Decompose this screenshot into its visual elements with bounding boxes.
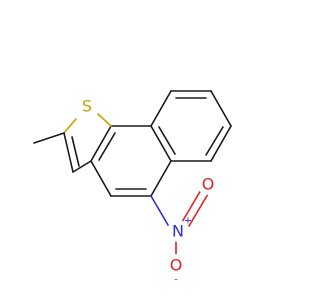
bond-a9-a10 bbox=[90, 125, 112, 162]
bond-a6-a1 bbox=[150, 90, 172, 127]
oxygen-bottom-charge-label: - bbox=[174, 275, 178, 286]
sulfur-atom-label: S bbox=[82, 97, 92, 116]
bond-n-o-top bbox=[181, 189, 202, 223]
oxygen-bottom-atom-bg bbox=[165, 254, 187, 276]
bond-a5-a6-inner bbox=[158, 126, 176, 155]
atom-labels: S N + O O - bbox=[76, 95, 219, 286]
molecule-structure: S N + O O - bbox=[33, 90, 232, 286]
nitrogen-atom-bg bbox=[167, 220, 189, 242]
bond-a9-a10-inner bbox=[98, 132, 116, 161]
nitrogen-charge-label: + bbox=[184, 216, 192, 227]
bond-a5-a7 bbox=[150, 160, 172, 197]
bond-a12-a9 bbox=[72, 160, 92, 173]
oxygen-top-atom-bg bbox=[197, 173, 219, 195]
bond-n-o-top-double bbox=[188, 193, 209, 227]
bond-a7-n bbox=[150, 195, 172, 231]
bond-a2-a3 bbox=[210, 90, 232, 127]
bond-a3-a4-inner bbox=[205, 126, 224, 156]
bond-a3-a4 bbox=[210, 125, 232, 162]
bonds bbox=[33, 90, 232, 261]
bond-a11-a12 bbox=[63, 132, 74, 173]
oxygen-bottom-atom-label: O bbox=[170, 256, 183, 275]
bond-a10-s bbox=[97, 113, 112, 127]
sulfur-atom-bg bbox=[76, 95, 98, 117]
oxygen-top-atom-label: O bbox=[202, 175, 215, 194]
bond-a5-a6 bbox=[150, 125, 172, 162]
bond-a11-methyl bbox=[33, 132, 65, 144]
bond-a8-a9 bbox=[90, 160, 112, 197]
bond-s-a11 bbox=[63, 118, 77, 134]
nitrogen-atom-label: N bbox=[172, 222, 184, 241]
bond-a11-a12-inner bbox=[71, 136, 80, 167]
